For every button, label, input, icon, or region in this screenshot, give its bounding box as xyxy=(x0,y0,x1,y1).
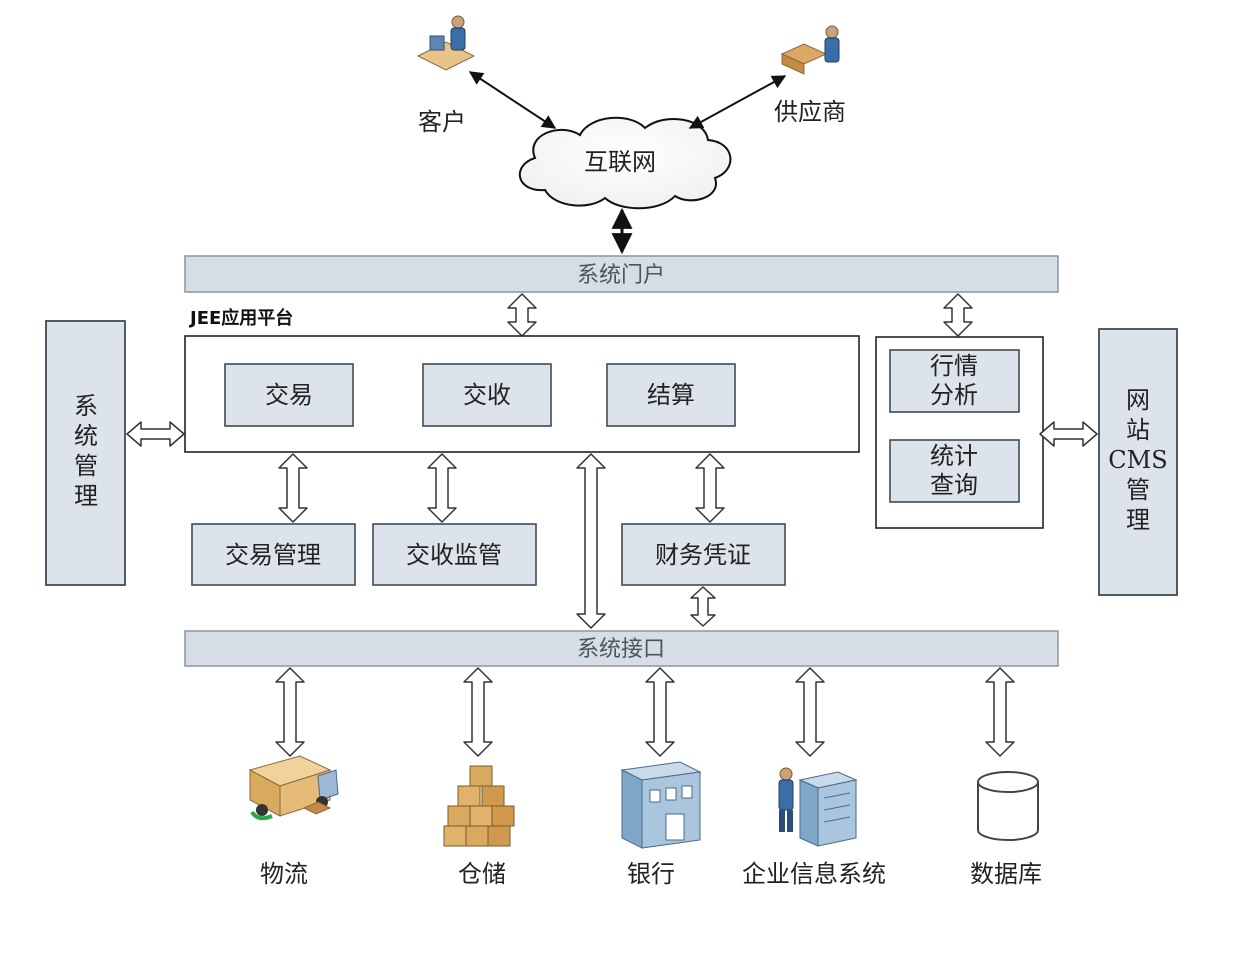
internet-label: 互联网 xyxy=(584,148,656,176)
supplier-label: 供应商 xyxy=(774,98,846,126)
voucher-interface-arrow xyxy=(690,586,716,627)
portal-bar-label: 系统门户 xyxy=(577,263,665,288)
module-settle-label: 结算 xyxy=(647,381,695,409)
module-receive: 交收 xyxy=(422,363,552,427)
module-receive-label: 交收 xyxy=(463,381,511,409)
trade-mgmt-arrow xyxy=(278,453,308,523)
market-analysis-box: 行情 分析 xyxy=(889,349,1020,413)
warehouse-label: 仓储 xyxy=(458,860,506,888)
cms-char-4: 管 xyxy=(1126,476,1150,504)
finance-voucher-box: 财务凭证 xyxy=(621,523,786,586)
warehouse-arrow xyxy=(463,667,493,757)
cms-char-1: 网 xyxy=(1126,386,1150,414)
cms-char-5: 理 xyxy=(1126,506,1150,534)
market-analysis-line2: 分析 xyxy=(930,381,978,409)
platform-label: JEE应用平台 xyxy=(188,307,293,329)
interface-bar: 系统接口 xyxy=(184,630,1059,667)
customer-label: 客户 xyxy=(418,108,466,136)
platform-interface-arrow xyxy=(576,453,606,629)
stats-query-line2: 查询 xyxy=(930,471,978,499)
warehouse-boxes-icon xyxy=(443,765,515,847)
truck-icon xyxy=(248,755,339,821)
trade-mgmt-box: 交易管理 xyxy=(191,523,356,586)
database-arrow xyxy=(985,667,1015,757)
portal-bar: 系统门户 xyxy=(184,255,1059,293)
trade-mgmt-label: 交易管理 xyxy=(225,541,321,569)
cms-box: 网 站 CMS 管 理 xyxy=(1098,328,1178,596)
market-analysis-line1: 行情 xyxy=(930,352,978,380)
receive-supervise-arrow xyxy=(427,453,457,523)
database-cylinder-icon xyxy=(977,771,1039,841)
database-label: 数据库 xyxy=(970,860,1042,888)
bank-building-icon xyxy=(620,761,702,849)
receive-supervise-box: 交收监管 xyxy=(372,523,537,586)
logistics-label: 物流 xyxy=(260,860,308,888)
module-trade-label: 交易 xyxy=(265,381,313,409)
customer-icon xyxy=(416,15,476,71)
bank-label: 银行 xyxy=(627,860,675,888)
supplier-internet-connector xyxy=(688,75,787,129)
internet-cloud: 互联网 xyxy=(518,116,732,210)
cms-char-3: CMS xyxy=(1108,446,1167,474)
enterprise-label: 企业信息系统 xyxy=(742,860,886,888)
stats-query-line1: 统计 xyxy=(930,442,978,470)
logistics-arrow xyxy=(275,667,305,757)
supplier-icon xyxy=(780,25,840,75)
mgmt-platform-arrow xyxy=(126,421,185,447)
analysis-cms-arrow xyxy=(1039,421,1098,447)
system-mgmt-char-4: 理 xyxy=(74,482,98,510)
module-settle: 结算 xyxy=(606,363,736,427)
system-mgmt-char-3: 管 xyxy=(74,452,98,480)
stats-query-box: 统计 查询 xyxy=(889,439,1020,503)
module-trade: 交易 xyxy=(224,363,354,427)
receive-supervise-label: 交收监管 xyxy=(406,541,502,569)
portal-platform-arrow xyxy=(507,293,537,337)
portal-analysis-arrow xyxy=(943,293,973,337)
enterprise-arrow xyxy=(795,667,825,757)
customer-internet-connector xyxy=(468,71,557,129)
system-mgmt-box: 系 统 管 理 xyxy=(45,320,126,586)
finance-voucher-label: 财务凭证 xyxy=(655,541,751,569)
interface-bar-label: 系统接口 xyxy=(577,637,665,662)
cms-char-2: 站 xyxy=(1126,416,1150,444)
system-mgmt-char-1: 系 xyxy=(74,392,98,420)
bank-arrow xyxy=(645,667,675,757)
system-mgmt-char-2: 统 xyxy=(74,422,98,450)
finance-voucher-arrow xyxy=(695,453,725,523)
enterprise-server-icon xyxy=(778,767,858,847)
